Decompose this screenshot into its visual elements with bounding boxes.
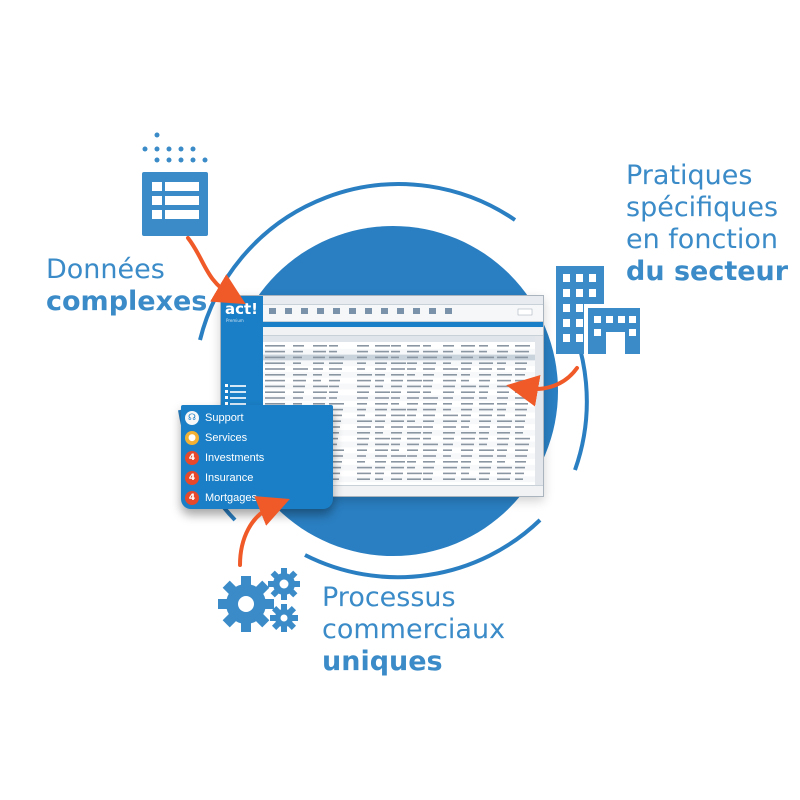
label-donnees-complexes: Données complexes (46, 254, 208, 318)
app-statusbar (263, 485, 543, 496)
menu-item-support[interactable]: ☊ Support (185, 409, 244, 427)
data-server-icon (140, 132, 210, 237)
label-pratiques-line2: spécifiques (626, 192, 779, 223)
sidebar-nav-item[interactable] (225, 396, 259, 400)
four-logo-icon: 4 (185, 451, 199, 465)
menu-item-mortgages[interactable]: 4 Mortgages (185, 489, 257, 507)
label-pratiques-line4: du secteur (626, 256, 789, 287)
label-processus-line1: Processus (322, 582, 456, 613)
four-logo-icon: 4 (185, 471, 199, 485)
sidebar-nav-item[interactable] (225, 384, 259, 388)
app-subtoolbar[interactable] (263, 328, 543, 341)
menu-item-investments[interactable]: 4 Investments (185, 449, 264, 467)
menu-item-insurance[interactable]: 4 Insurance (185, 469, 253, 487)
label-processus: Processus commerciaux uniques (322, 582, 522, 678)
menu-item-services[interactable]: ● Services (185, 429, 247, 447)
app-toolbar[interactable] (263, 305, 543, 322)
label-donnees-line1: Données (46, 254, 165, 285)
app-menubar[interactable] (263, 296, 543, 305)
sidebar-nav-item[interactable] (225, 390, 259, 394)
four-logo-icon: 4 (185, 491, 199, 505)
headset-icon: ☊ (185, 411, 199, 425)
label-pratiques-line3: en fonction (626, 224, 779, 255)
buildings-icon (556, 266, 646, 356)
act-logo-sub: Premium (226, 318, 244, 323)
sidebar-nav-item[interactable] (225, 402, 259, 406)
menu-item-label: Services (205, 432, 248, 444)
menu-item-label: Mortgages (205, 492, 257, 504)
grid-scrollbar[interactable] (535, 336, 543, 486)
label-pratiques: Pratiques spécifiques en fonction du sec… (626, 160, 796, 288)
category-menu: ☊ Support ● Services 4 Investments 4 Ins… (181, 405, 333, 509)
label-donnees-line2: complexes (46, 286, 208, 317)
act-logo: act! (225, 300, 259, 318)
gears-icon (218, 566, 304, 634)
label-processus-line3: uniques (322, 646, 443, 677)
label-processus-line2: commerciaux (322, 614, 506, 645)
menu-item-label: Insurance (205, 472, 254, 484)
label-pratiques-line1: Pratiques (626, 160, 753, 191)
app-navbar (263, 322, 543, 327)
menu-item-label: Investments (205, 452, 265, 464)
person-icon: ● (185, 431, 199, 445)
menu-item-label: Support (205, 412, 244, 424)
